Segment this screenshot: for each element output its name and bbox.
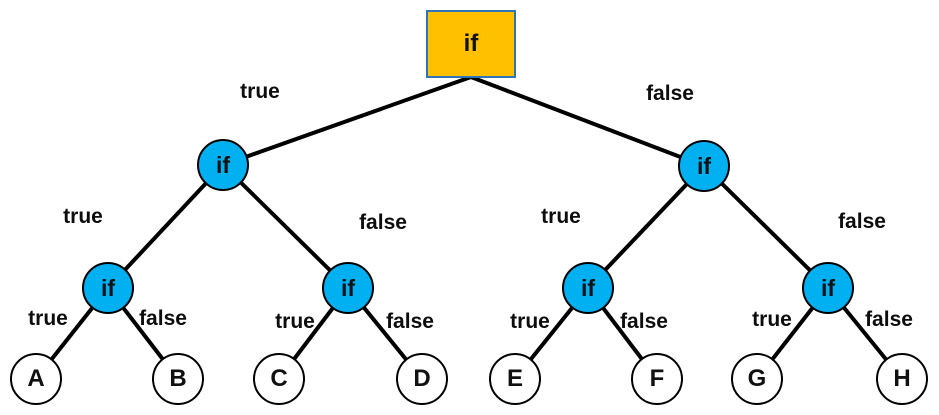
edge-label-d3-false: false	[386, 310, 434, 333]
decision-node-2: if	[678, 140, 730, 192]
edge-label-d4-false: false	[620, 310, 668, 333]
leaf-node-d: D	[396, 353, 448, 405]
root-node: if	[426, 10, 516, 78]
edge-label-d1-true: true	[541, 205, 581, 228]
leaf-node-h: H	[876, 353, 928, 405]
edge-label-d5-false: false	[865, 308, 913, 331]
edge-label-d2-false: false	[139, 307, 187, 330]
edge-label-d1-false: false	[838, 210, 886, 233]
edge-root-true	[221, 75, 473, 167]
leaf-node-f: F	[631, 353, 683, 405]
edge-label-d4-true: true	[510, 310, 550, 333]
edge-d1-true	[586, 164, 706, 290]
decision-node-5: if	[562, 262, 614, 314]
decision-node-4: if	[322, 262, 374, 314]
edge-label-d0-false: false	[359, 211, 407, 234]
edge-d0-false	[221, 163, 350, 290]
leaf-node-e: E	[489, 353, 541, 405]
edge-label-d0-true: true	[63, 205, 103, 228]
edge-label-root-false: false	[646, 82, 694, 105]
decision-node-1: if	[197, 139, 249, 191]
decision-node-3: if	[82, 262, 134, 314]
leaf-node-b: B	[152, 353, 204, 405]
edge-label-d3-true: true	[275, 310, 315, 333]
decision-node-6: if	[802, 262, 854, 314]
leaf-node-c: C	[253, 353, 305, 405]
edge-label-root-true: true	[240, 80, 280, 103]
leaf-node-g: G	[731, 353, 783, 405]
edge-d1-false	[702, 164, 830, 290]
leaf-node-a: A	[10, 353, 62, 405]
edge-label-d2-true: true	[28, 307, 68, 330]
edge-d0-true	[106, 163, 225, 290]
edge-label-d5-true: true	[752, 308, 792, 331]
edge-root-false	[469, 75, 706, 168]
